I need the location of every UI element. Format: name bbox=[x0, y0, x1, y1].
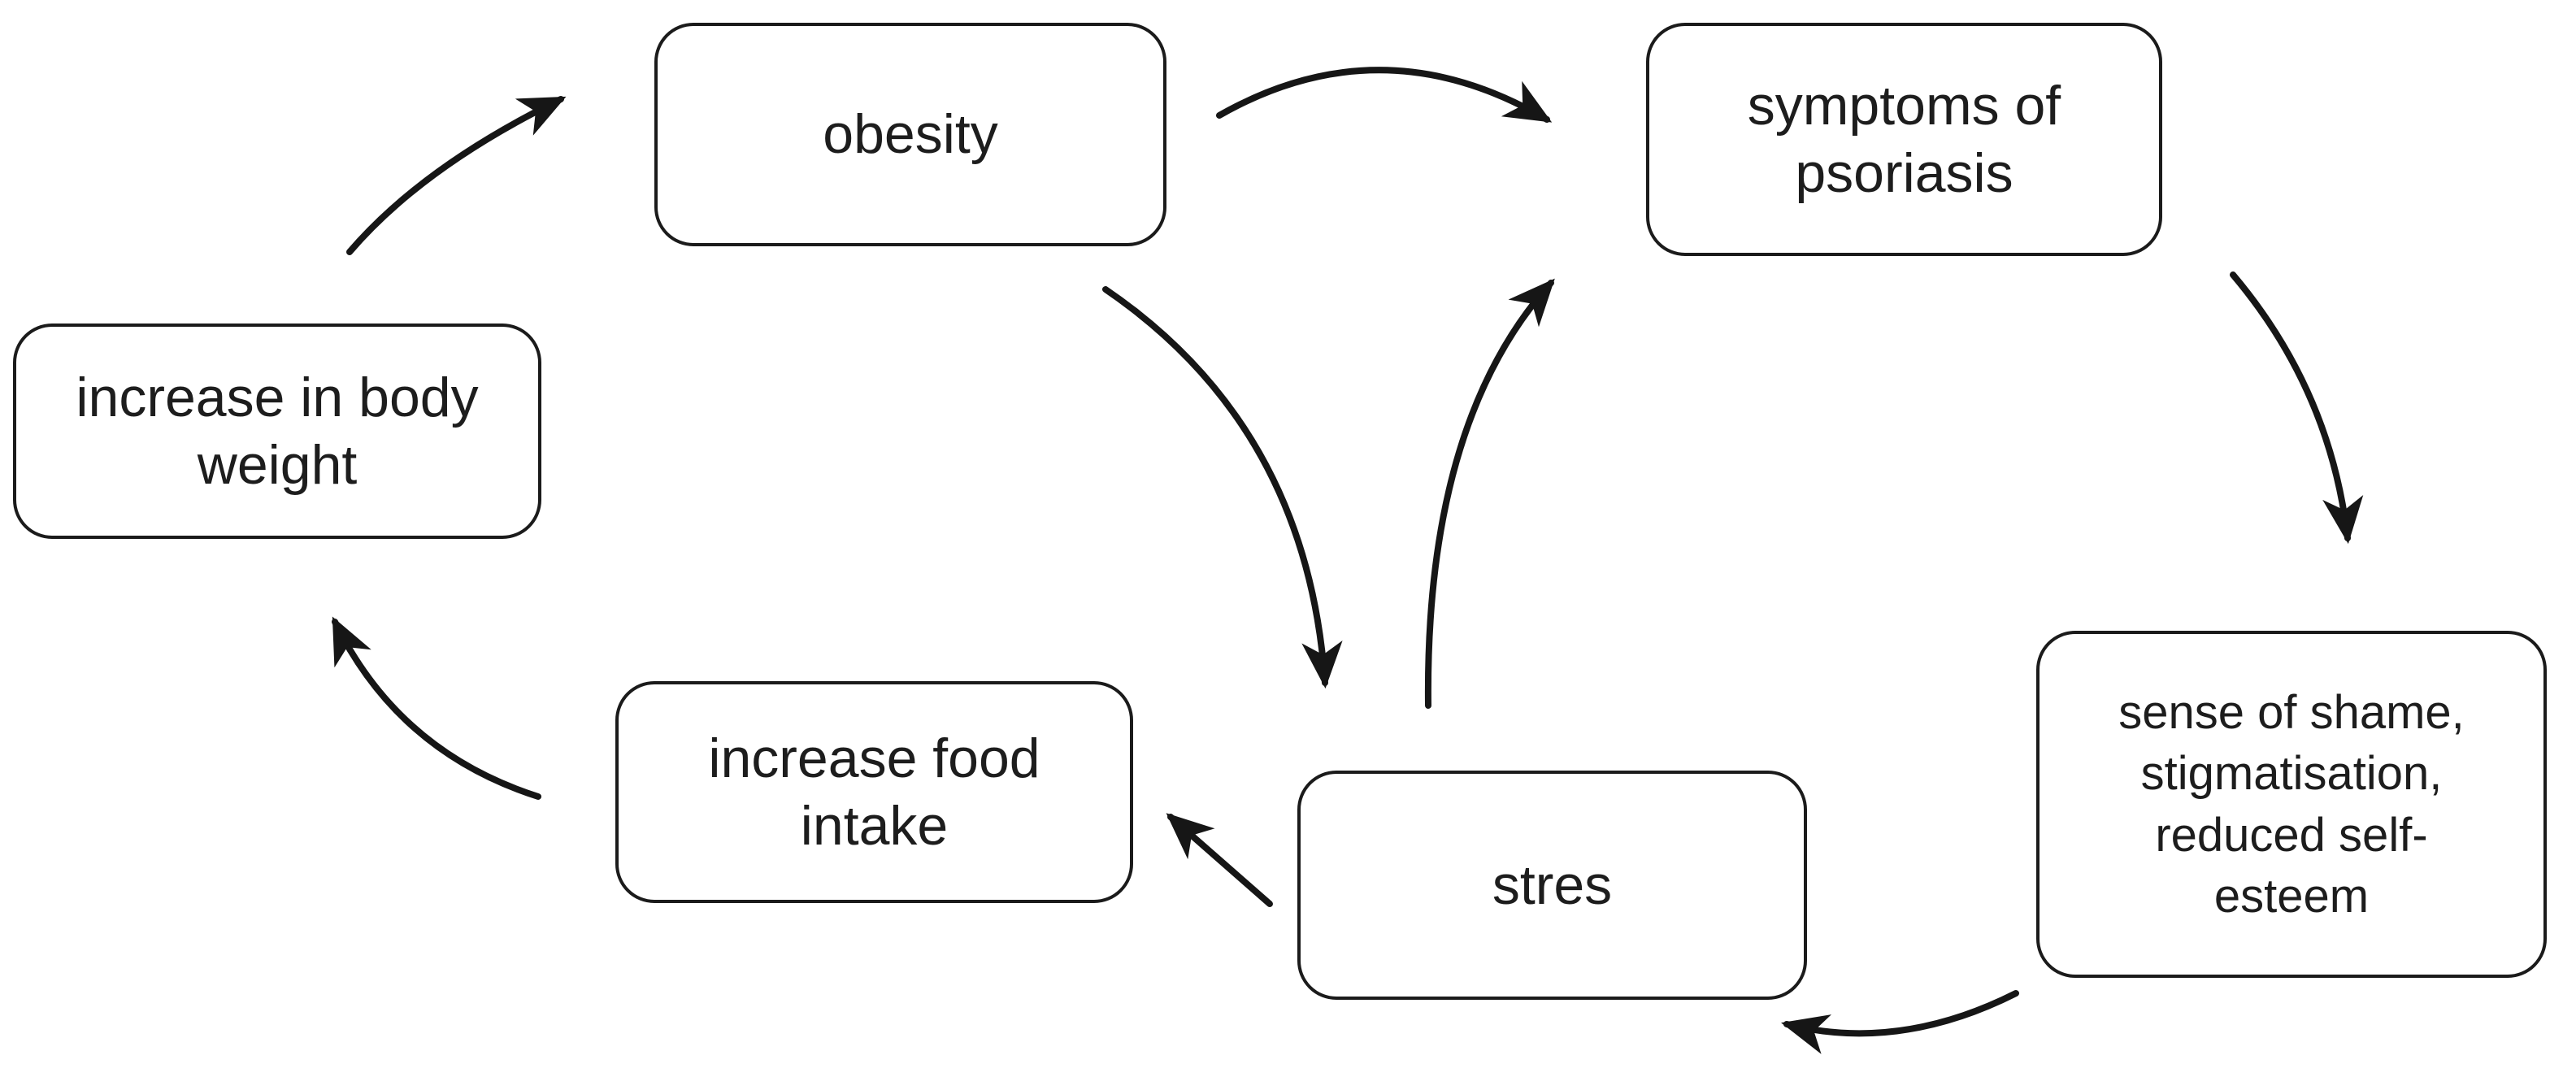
node-increase-in-body-weight: increase in body weight bbox=[13, 324, 541, 539]
node-stres: stres bbox=[1297, 771, 1807, 1000]
edge-bodyweight-to-obesity-arrow bbox=[346, 96, 567, 255]
edge-foodintake-to-bodyweight-arrow bbox=[332, 616, 541, 800]
node-obesity-label: obesity bbox=[823, 103, 998, 166]
edge-obesity-to-symptoms-arrow bbox=[1216, 67, 1553, 123]
edge-obesity-to-stres-arrow bbox=[1102, 286, 1343, 689]
edge-symptoms-to-shame-arrow bbox=[2230, 271, 2364, 545]
node-symptoms-of-psoriasis: symptoms of psoriasis bbox=[1646, 23, 2162, 256]
edge-shame-to-stres-arrow bbox=[1781, 990, 2019, 1054]
node-stres-label: stres bbox=[1492, 853, 1613, 916]
node-sense-of-shame-label: sense of shame, stigmatisation, reduced … bbox=[2118, 685, 2465, 923]
node-sense-of-shame: sense of shame, stigmatisation, reduced … bbox=[2036, 631, 2547, 978]
node-increase-food-intake-label: increase food intake bbox=[708, 727, 1040, 857]
edge-stres-to-foodintake-arrow bbox=[1166, 813, 1273, 907]
node-increase-food-intake: increase food intake bbox=[615, 681, 1133, 903]
edge-stres-to-symptoms-arrow bbox=[1424, 278, 1555, 709]
node-increase-in-body-weight-label: increase in body weight bbox=[76, 366, 479, 496]
node-symptoms-of-psoriasis-label: symptoms of psoriasis bbox=[1747, 74, 2061, 204]
node-obesity: obesity bbox=[654, 23, 1166, 246]
